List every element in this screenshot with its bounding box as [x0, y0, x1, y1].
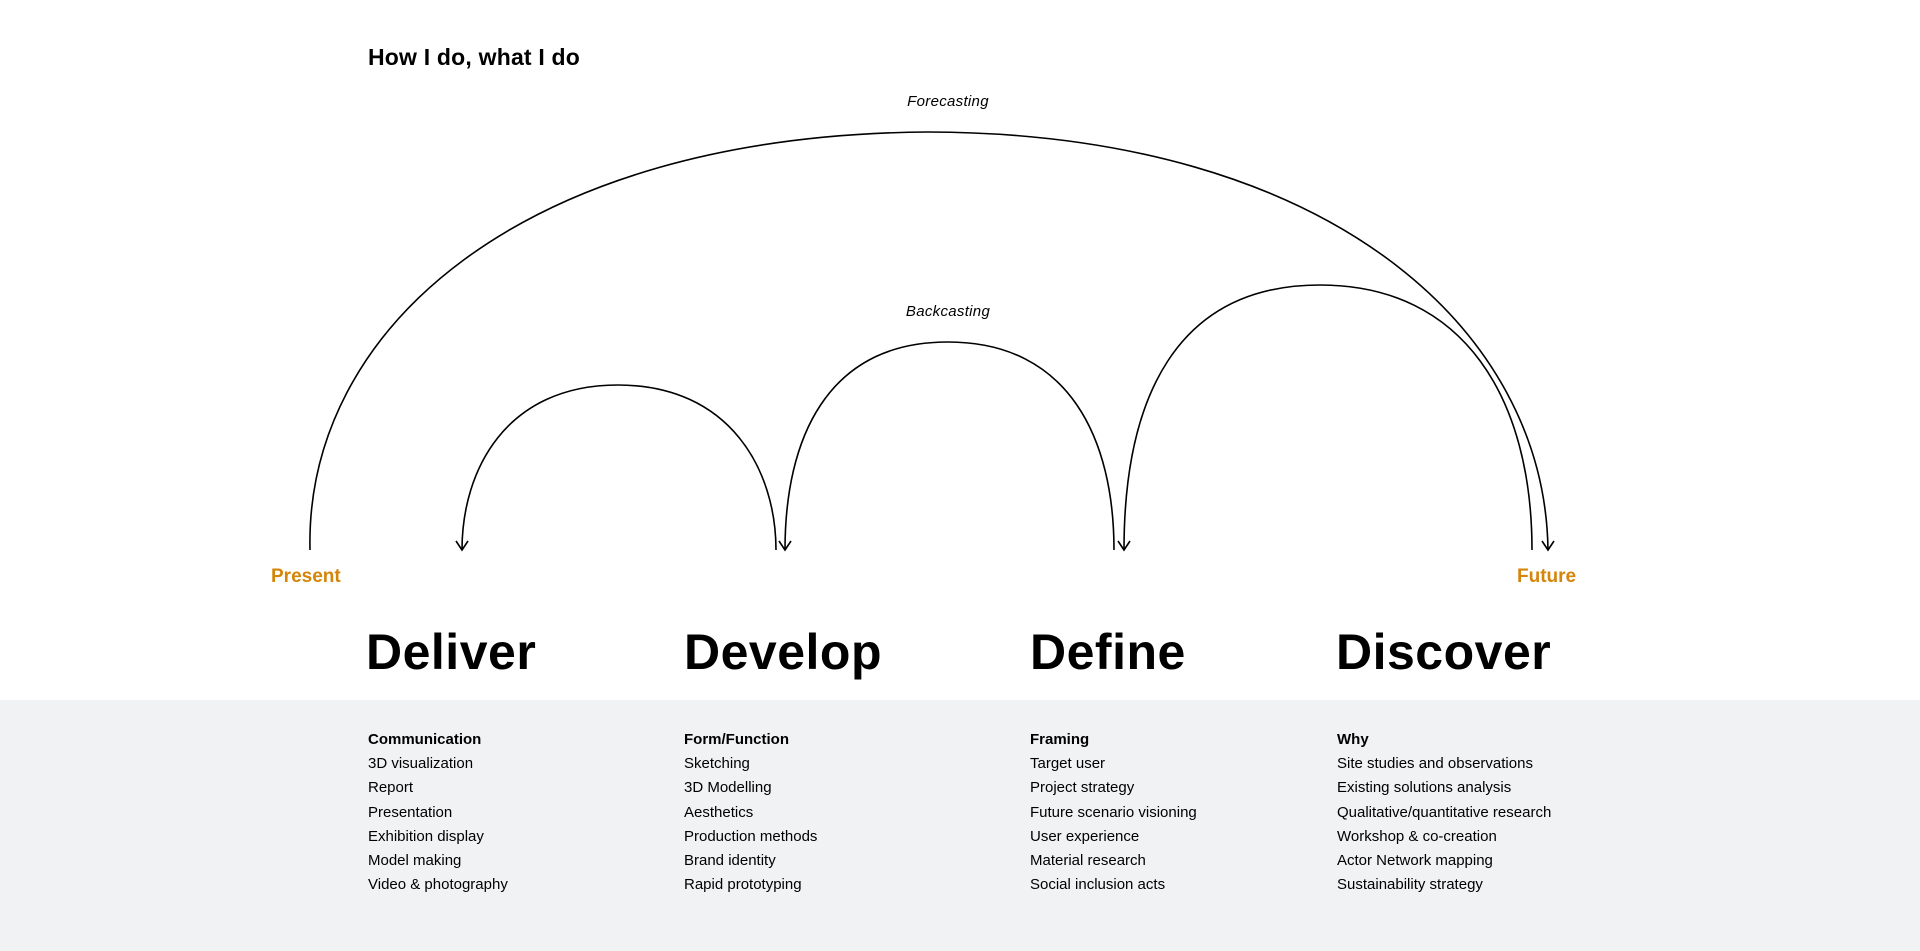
list-item: Future scenario visioning	[1030, 803, 1197, 821]
backcasting-arc-discover-to-define	[1123, 284, 1533, 551]
list-item: Project strategy	[1030, 779, 1135, 797]
forecasting-arc	[309, 131, 1549, 551]
list-item: Brand identity	[684, 852, 776, 870]
phase-title-develop: Develop	[684, 624, 883, 680]
list-item: Video & photography	[368, 876, 508, 894]
list-item: Rapid prototyping	[684, 876, 802, 894]
backcasting-arc-develop-to-deliver	[461, 384, 777, 551]
backcasting-label: Backcasting	[905, 303, 991, 320]
item-list: 3D visualization Report Presentation Exh…	[368, 752, 508, 897]
list-item: Workshop & co-creation	[1337, 827, 1497, 845]
phase-title-discover: Discover	[1336, 624, 1552, 680]
list-item: Exhibition display	[368, 827, 484, 845]
phase-title-deliver: Deliver	[366, 624, 537, 680]
backcasting-arc-define-to-develop	[784, 341, 1115, 551]
list-item: User experience	[1030, 827, 1140, 845]
page-title: How I do, what I do	[368, 44, 581, 70]
timeline-arcs-diagram	[309, 131, 1555, 552]
list-item: Report	[368, 779, 414, 797]
list-item: Actor Network mapping	[1337, 852, 1493, 870]
present-label: Present	[271, 566, 341, 587]
item-list: Site studies and observations Existing s…	[1337, 752, 1551, 897]
forecasting-label: Forecasting	[907, 93, 989, 110]
backcasting-arrowhead-deliver	[455, 540, 469, 552]
list-item: Existing solutions analysis	[1337, 779, 1512, 797]
phase-column-discover: Why Site studies and observations Existi…	[1337, 728, 1551, 897]
list-item: Model making	[368, 852, 462, 870]
list-item: Sketching	[684, 755, 750, 773]
phase-column-deliver: Communication 3D visualization Report Pr…	[368, 728, 508, 897]
item-list: Sketching 3D Modelling Aesthetics Produc…	[684, 752, 817, 897]
list-item: Qualitative/quantitative research	[1337, 803, 1552, 821]
phase-title-define: Define	[1030, 624, 1186, 680]
phase-column-define: Framing Target user Project strategy Fut…	[1030, 728, 1197, 897]
list-item: Aesthetics	[684, 803, 754, 821]
future-label: Future	[1517, 566, 1577, 587]
list-item: Sustainability strategy	[1337, 876, 1483, 894]
list-item: Production methods	[684, 827, 818, 845]
list-item: Presentation	[368, 803, 453, 821]
list-item: 3D Modelling	[684, 779, 772, 797]
list-item: 3D visualization	[368, 755, 474, 773]
backcasting-arrowhead-define	[1117, 540, 1131, 552]
column-category: Communication	[368, 731, 482, 748]
list-item: Site studies and observations	[1337, 755, 1533, 773]
phase-column-develop: Form/Function Sketching 3D Modelling Aes…	[684, 728, 817, 897]
list-item: Target user	[1030, 755, 1106, 773]
item-list: Target user Project strategy Future scen…	[1030, 752, 1197, 897]
list-item: Material research	[1030, 852, 1146, 870]
column-category: Framing	[1030, 731, 1090, 748]
column-category: Form/Function	[684, 731, 789, 748]
details-band	[0, 700, 1920, 951]
column-category: Why	[1337, 731, 1369, 748]
forecasting-arrowhead	[1541, 540, 1555, 552]
backcasting-arrowhead-develop	[778, 540, 792, 552]
list-item: Social inclusion acts	[1030, 876, 1166, 894]
